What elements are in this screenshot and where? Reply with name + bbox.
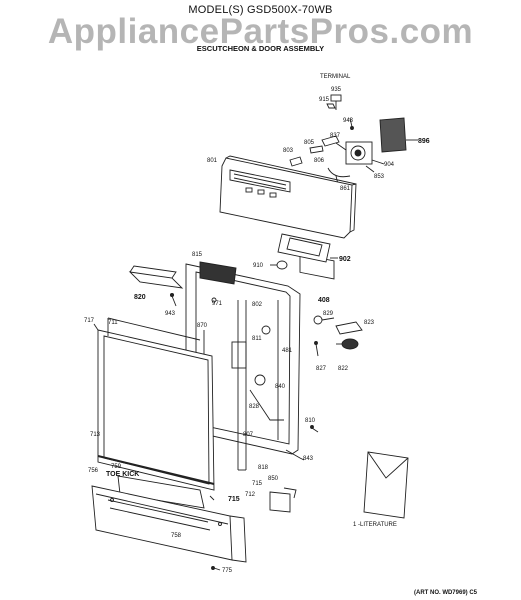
label-818: 818 [258, 465, 269, 471]
hinge-843 [285, 449, 305, 461]
label-815: 815 [192, 252, 203, 258]
label-758: 758 [171, 533, 182, 539]
label-806: 806 [314, 158, 325, 164]
label-943: 943 [165, 311, 176, 317]
inner-door-panel [185, 261, 301, 471]
label-850: 850 [268, 476, 279, 482]
label-843: 843 [303, 456, 314, 462]
screw-827 [314, 341, 319, 357]
label-plate-902 [277, 233, 338, 263]
part-850 [269, 487, 297, 513]
label-807: 807 [243, 432, 254, 438]
outer-door-panel [93, 317, 215, 491]
escutcheon-panel [219, 155, 357, 280]
subtitle: ESCUTCHEON & DOOR ASSEMBLY [196, 44, 325, 53]
panel-896 [379, 117, 418, 153]
label-828: 828 [249, 404, 260, 410]
label-literature: 1 -LITERATURE [353, 522, 397, 528]
label-408: 408 [318, 297, 330, 304]
label-971: 971 [212, 301, 223, 307]
fastener-943-top [349, 117, 354, 130]
bracket-820 [128, 265, 184, 289]
label-910: 910 [253, 263, 264, 269]
art-number: (ART NO. WD7969) C5 [413, 590, 477, 596]
label-935: 935 [331, 87, 342, 93]
label-820: 820 [134, 294, 146, 301]
label-775: 775 [222, 568, 233, 574]
label-715: 715 [228, 496, 240, 503]
switch-parts [289, 135, 347, 167]
label-827: 827 [316, 366, 327, 372]
label-823: 823 [364, 320, 375, 326]
label-481: 481 [282, 348, 293, 354]
screw-810 [310, 425, 319, 433]
label-712: 712 [245, 492, 256, 498]
model-title: MODEL(S) GSD500X-70WB [188, 4, 333, 16]
toe-kick-bracket [117, 475, 205, 509]
hinge-829 [313, 315, 335, 325]
watermark: AppliancePartsPros.com [47, 12, 474, 51]
label-801: 801 [207, 158, 218, 164]
part-915 [326, 103, 336, 109]
label-810: 810 [305, 418, 316, 424]
label-715-right: 715 [252, 481, 263, 487]
label-904: 904 [384, 162, 395, 168]
timer-assembly [345, 141, 385, 173]
label-759: 759 [111, 464, 122, 470]
label-902: 902 [339, 256, 351, 263]
label-861: 861 [340, 186, 351, 192]
part-910 [270, 260, 288, 270]
screw-775 [211, 566, 221, 571]
label-822: 822 [338, 366, 349, 372]
label-717: 717 [84, 318, 95, 324]
strip-713 [97, 455, 215, 485]
label-870: 870 [197, 323, 208, 329]
screw-715 [209, 495, 215, 501]
label-803: 803 [283, 148, 294, 154]
cam-823 [335, 321, 363, 335]
label-terminal: TERMINAL [320, 74, 351, 80]
label-805: 805 [304, 140, 315, 146]
label-toe-kick: TOE KICK [106, 471, 139, 478]
screw-943 [169, 292, 177, 307]
label-915: 915 [319, 97, 330, 103]
label-837: 837 [330, 133, 341, 139]
label-829: 829 [323, 311, 334, 317]
label-756: 756 [88, 468, 99, 474]
label-713: 713 [90, 432, 101, 438]
label-802: 802 [252, 302, 263, 308]
toe-kick-panel [91, 485, 247, 563]
literature-envelope [363, 451, 409, 519]
label-853: 853 [374, 174, 385, 180]
label-943-top: 943 [343, 118, 354, 124]
label-811: 811 [252, 336, 262, 342]
terminal-part [330, 94, 342, 110]
label-711: 711 [108, 320, 118, 326]
label-840: 840 [275, 384, 286, 390]
knob-822 [336, 338, 359, 350]
label-896: 896 [418, 138, 430, 145]
